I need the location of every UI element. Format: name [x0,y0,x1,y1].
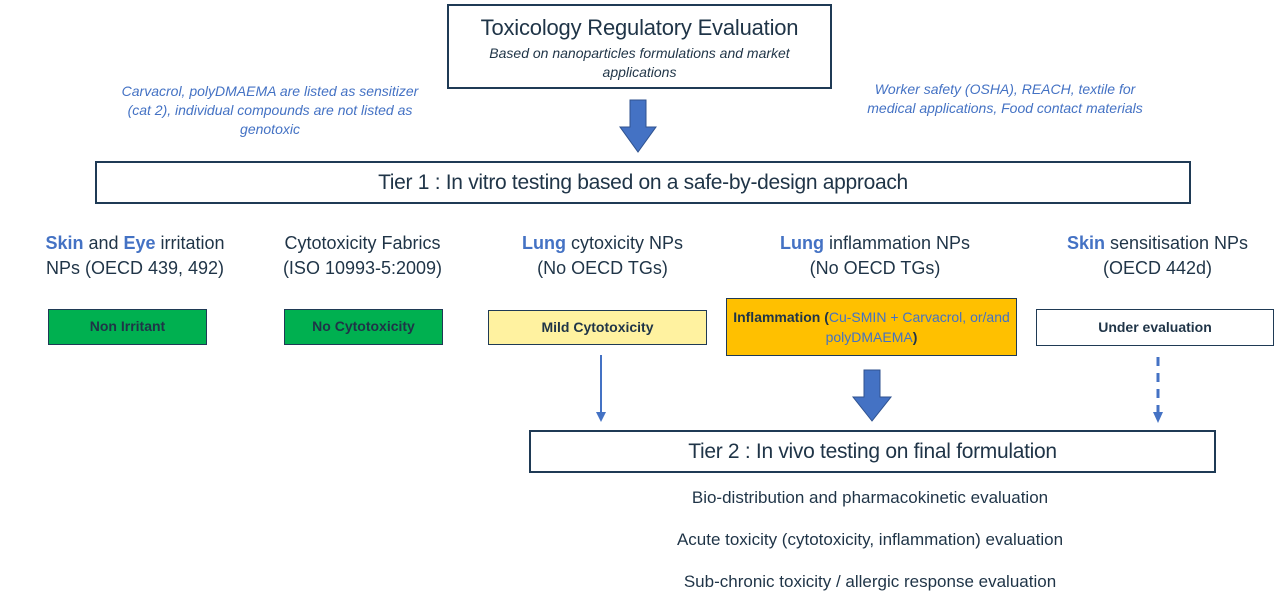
result-mild-cytotoxicity: Mild Cytotoxicity [488,310,707,345]
diagram-subtitle: Based on nanoparticles formulations and … [489,45,790,80]
thin-arrow-head-icon [596,412,606,422]
category-lung-cytotoxicity: Lung cytoxicity NPs (No OECD TGs) [490,231,715,281]
evaluation-biodistribution: Bio-distribution and pharmacokinetic eva… [691,488,1049,507]
result-inflammation-close: ) [912,329,918,345]
result-no-cytotoxicity: No Cytotoxicity [284,309,443,345]
evaluation-acute-toxicity: Acute toxicity (cytotoxicity, inflammati… [676,530,1064,549]
note-sensitizer: Carvacrol, polyDMAEMA are listed as sens… [121,83,419,137]
result-inflammation-compounds: Cu-SMIN + Carvacrol, or/and polyDMAEMA [825,309,1010,345]
highlight-eye: Eye [123,233,156,253]
dashed-arrow-head-icon [1153,412,1163,423]
category-text: irritation [155,233,225,253]
tier1-label: Tier 1 : In vitro testing based on a saf… [378,171,908,194]
big-arrow-down-icon [851,369,893,422]
highlight-lung: Lung [521,233,566,253]
big-arrow-down-icon [619,99,657,153]
category-text: sensitisation NPs [1104,233,1249,253]
tier2-label: Tier 2 : In vivo testing on final formul… [688,440,1057,463]
result-non-irritant: Non Irritant [48,309,207,345]
category-lung-inflammation: Lung inflammation NPs (No OECD TGs) [725,231,1025,281]
category-subtext: (No OECD TGs) [537,258,668,278]
result-inflammation-label: Inflammation ( [733,309,829,325]
category-subtext: (No OECD TGs) [809,258,941,278]
result-inflammation: Inflammation (Cu-SMIN + Carvacrol, or/an… [726,298,1017,356]
tier1-box: Tier 1 : In vitro testing based on a saf… [95,161,1191,204]
category-text: cytoxicity NPs [565,233,683,253]
highlight-lung: Lung [779,233,824,253]
result-under-evaluation: Under evaluation [1036,309,1274,346]
highlight-skin: Skin [1066,233,1105,253]
title-box: Toxicology Regulatory Evaluation Based o… [447,4,832,89]
evaluation-subchronic-toxicity: Sub-chronic toxicity / allergic response… [683,572,1057,591]
category-text: inflammation NPs [823,233,971,253]
highlight-skin: Skin [45,233,84,253]
note-regulations: Worker safety (OSHA), REACH, textile for… [867,81,1143,116]
category-skin-sensitisation: Skin sensitisation NPs (OECD 442d) [1035,231,1280,281]
category-subtext: (ISO 10993-5:2009) [282,258,443,278]
tier2-box: Tier 2 : In vivo testing on final formul… [529,430,1216,473]
category-text: Cytotoxicity Fabrics [284,233,441,253]
category-subtext: NPs (OECD 439, 492) [45,258,225,278]
category-skin-eye-irritation: Skin and Eye irritation NPs (OECD 439, 4… [10,231,260,281]
category-cytotoxicity-fabrics: Cytotoxicity Fabrics (ISO 10993-5:2009) [255,231,470,281]
category-subtext: (OECD 442d) [1102,258,1213,278]
connector-text: and [83,233,124,253]
diagram-title: Toxicology Regulatory Evaluation [480,15,799,40]
